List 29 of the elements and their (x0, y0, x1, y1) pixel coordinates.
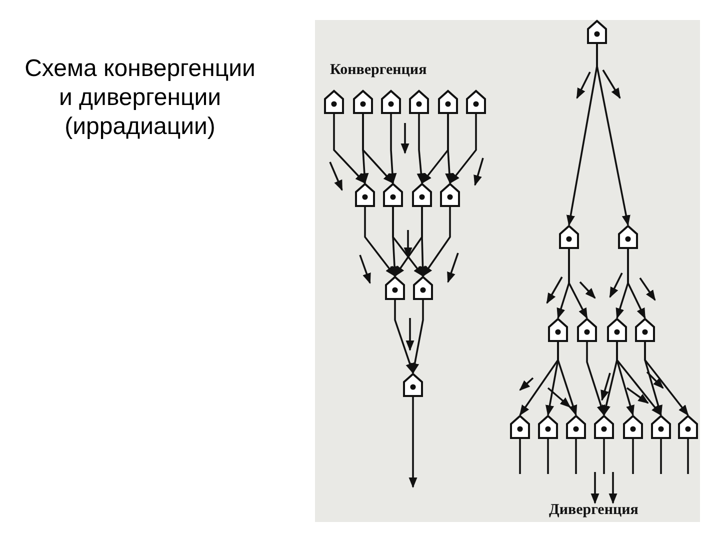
diagram-label: Конвергенция (330, 62, 427, 79)
axon-connector (410, 300, 424, 374)
axon-connector (388, 114, 397, 184)
axon-line (519, 439, 521, 474)
axon-line (547, 439, 549, 474)
axon-connector (644, 342, 689, 416)
axon-line (575, 439, 577, 474)
axon-connector (449, 114, 477, 184)
axon-connector (568, 249, 588, 319)
axon-connector (616, 342, 662, 416)
axon-line (660, 439, 662, 474)
axon-connector (596, 44, 630, 226)
axon-line (687, 439, 689, 474)
axon-connector (362, 114, 394, 184)
axon-connector (364, 207, 396, 277)
axon-line (603, 439, 605, 474)
axon-connector (333, 114, 366, 184)
axon-connector (557, 342, 578, 416)
axon-line (408, 397, 418, 488)
title: Схема конвергенции и дивергенции (иррадиации) (24, 55, 256, 142)
axon-connector (445, 114, 454, 184)
axon-connector (627, 249, 646, 319)
axon-connector (586, 342, 606, 416)
axon-connector (418, 207, 428, 278)
axon-line (632, 439, 634, 474)
axon-connector (394, 300, 414, 374)
axon-connector (416, 114, 426, 184)
diagram-label: Дивергенция (549, 502, 638, 519)
axon-connector (422, 207, 451, 277)
